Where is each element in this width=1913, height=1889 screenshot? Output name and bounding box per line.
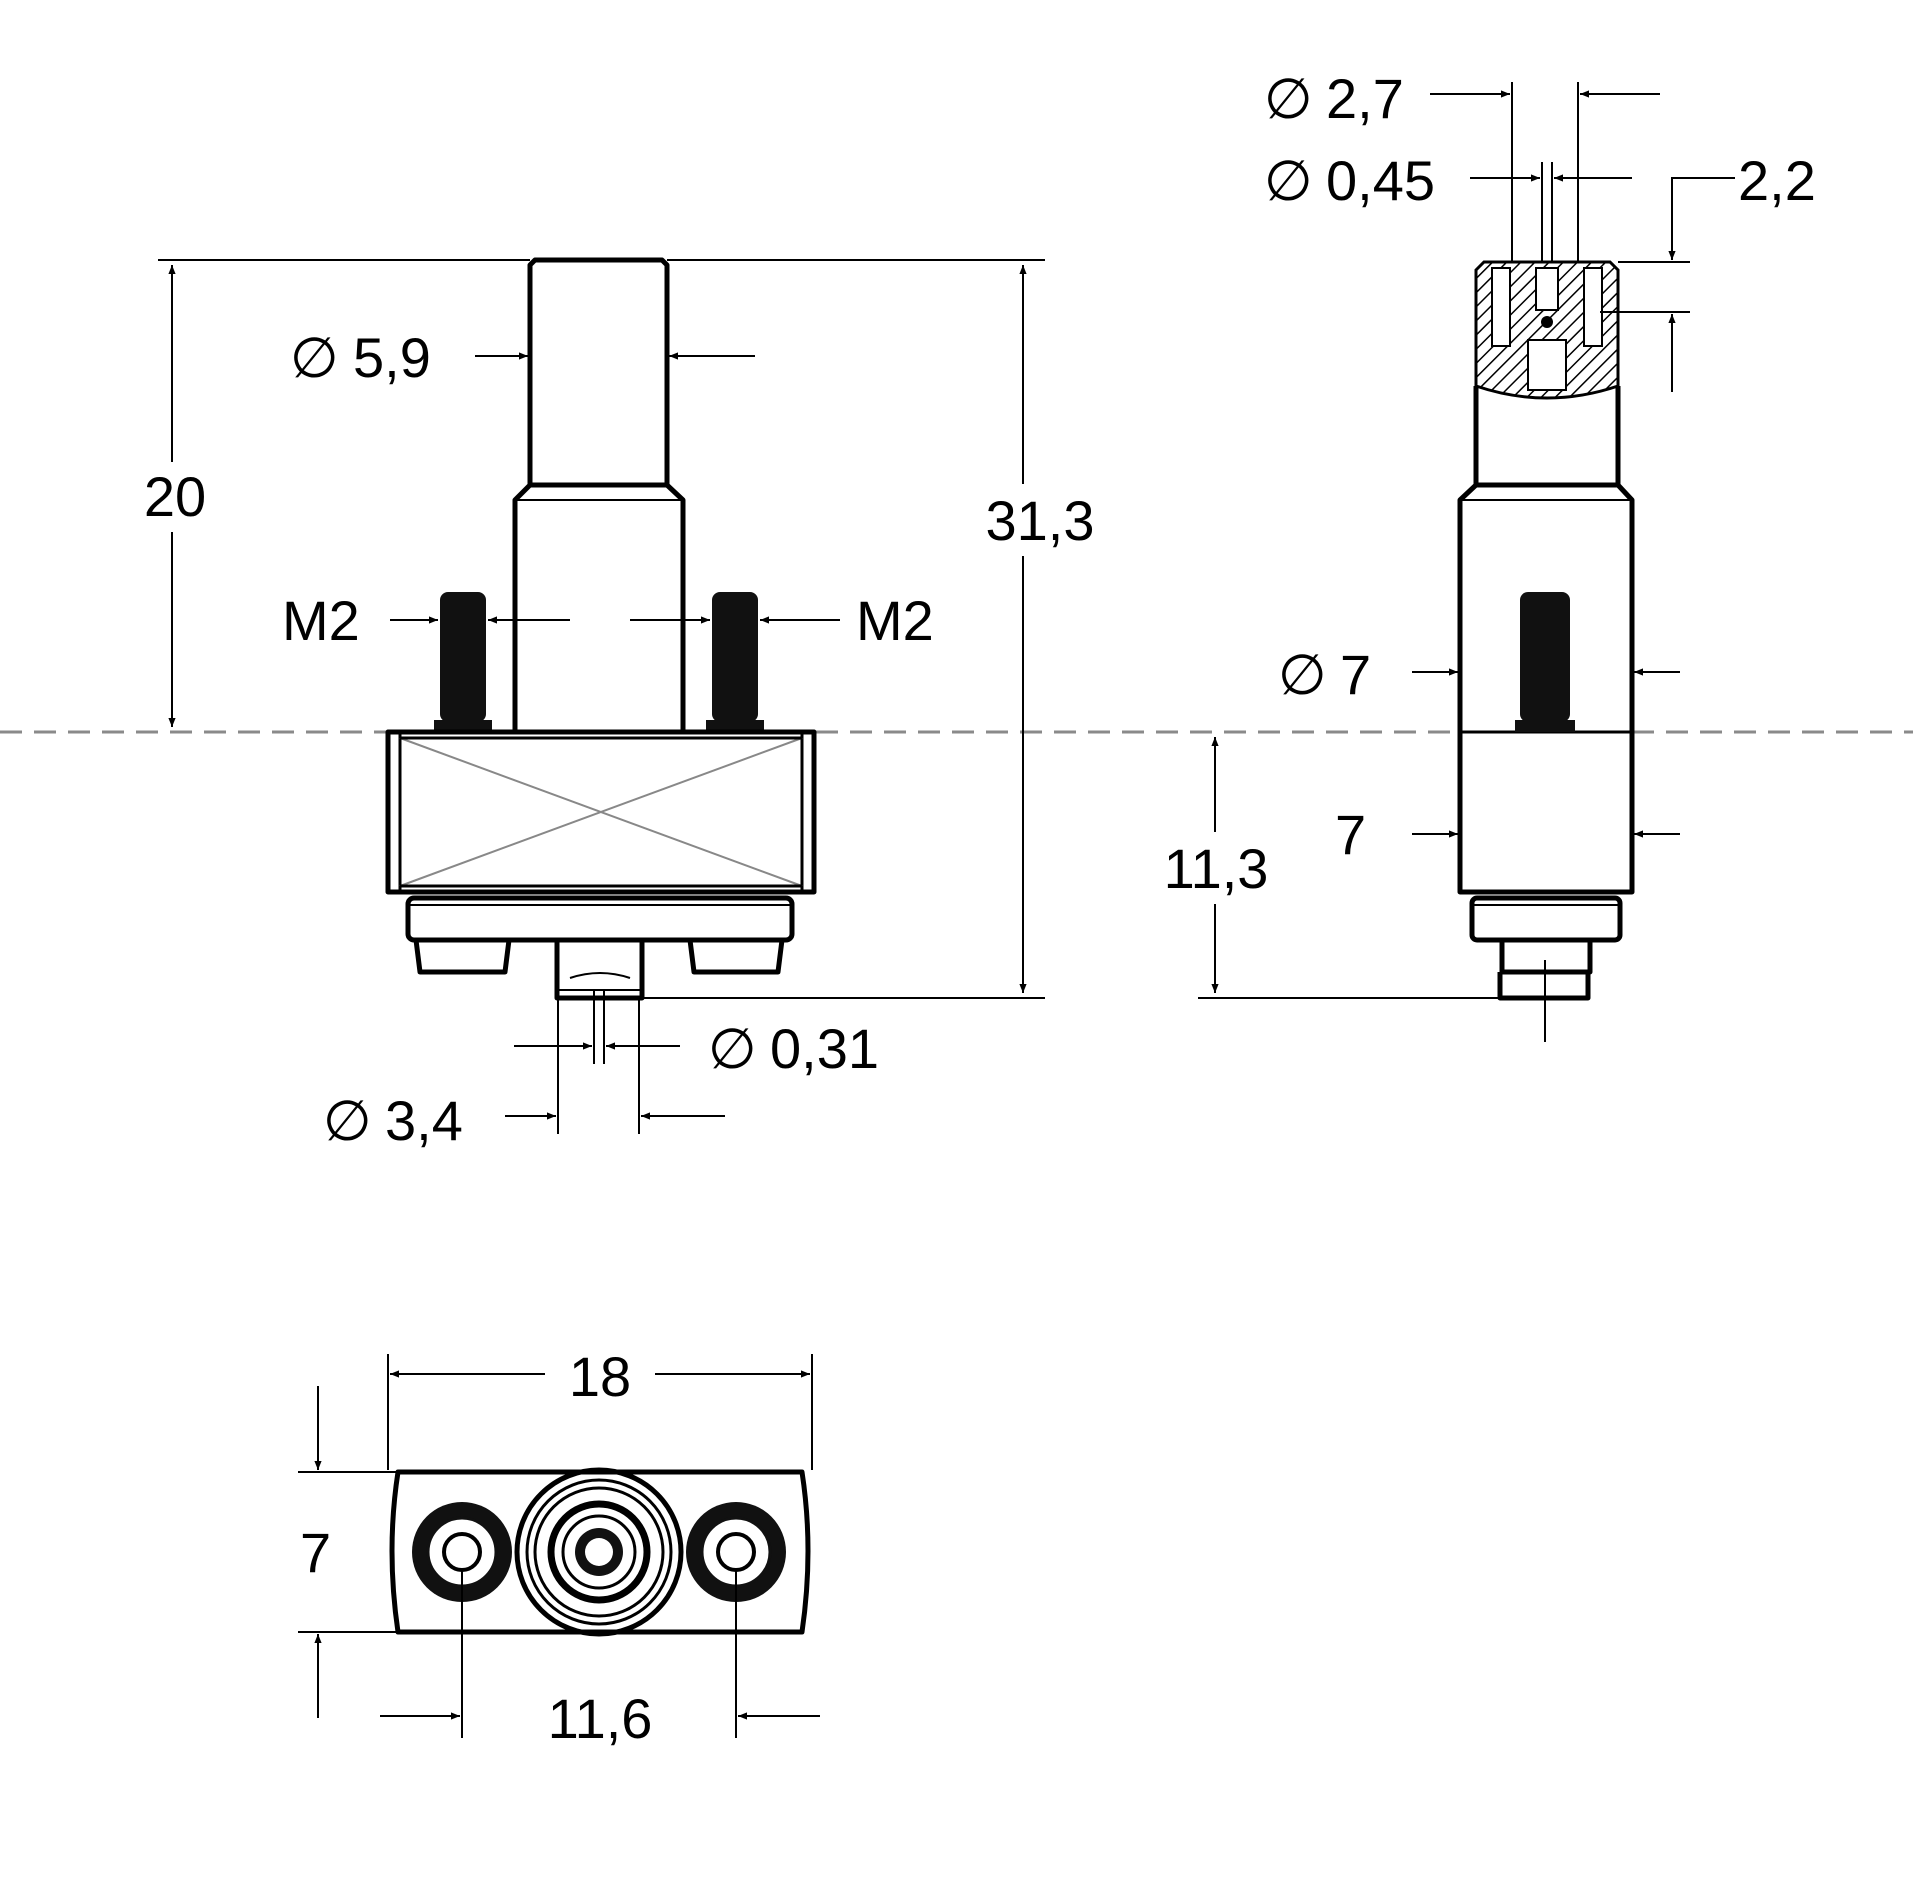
dim-label-11-3: 11,3 [1164,837,1269,900]
dim-label-2-7: 2,7 [1326,67,1404,130]
front-view [385,257,817,1001]
diameter-symbol: ∅ [1264,67,1313,132]
dim-dia-5-9: ∅ 5,9 [290,326,755,391]
diameter-symbol: ∅ [1264,149,1313,214]
dim-label-11-6: 11,6 [548,1687,653,1750]
dim-thread-left: M2 [282,589,570,652]
dim-height-31-3: 31,3 [642,259,1095,999]
diameter-symbol: ∅ [1278,643,1327,708]
thread-label-right: M2 [856,589,934,652]
dim-label-31-3: 31,3 [986,489,1095,552]
dim-height-7-bottom: 7 [298,1386,396,1718]
dim-label-0-45: 0,45 [1326,149,1435,212]
bottom-view [389,1467,811,1637]
dim-dia-0-31: ∅ 0,31 [514,990,879,1082]
dim-label-2-2: 2,2 [1738,149,1816,212]
dim-len-2-2: 2,2 [1600,149,1816,392]
dim-label-18: 18 [569,1345,631,1408]
dim-width-7-side: 7 [1335,803,1680,866]
dim-pitch-11-6: 11,6 [380,1570,820,1750]
dim-label-3-4: 3,4 [385,1089,463,1152]
dim-height-11-3: 11,3 [1148,737,1500,999]
thread-label-left: M2 [282,589,360,652]
stud-right [706,592,764,732]
dim-label-7-bottom: 7 [300,1521,331,1584]
stud-left [434,592,492,732]
dim-label-dia-7: 7 [1340,643,1371,706]
dim-label-5-9: 5,9 [353,326,431,389]
dim-width-18: 18 [387,1345,813,1470]
dim-dia-7-side: ∅ 7 [1278,643,1680,708]
dim-label-20: 20 [144,465,206,528]
dim-label-7-side: 7 [1335,803,1366,866]
diameter-symbol: ∅ [290,326,339,391]
diameter-symbol: ∅ [323,1089,372,1154]
dim-label-0-31: 0,31 [770,1017,879,1080]
diameter-symbol: ∅ [708,1017,757,1082]
dim-dia-0-45: ∅ 0,45 [1264,149,1632,262]
dim-thread-right: M2 [630,589,934,652]
dim-height-20: 20 [130,259,530,727]
dim-dia-2-7: ∅ 2,7 [1264,67,1660,262]
side-view [1457,260,1635,1042]
dim-dia-3-4: ∅ 3,4 [323,1000,725,1154]
